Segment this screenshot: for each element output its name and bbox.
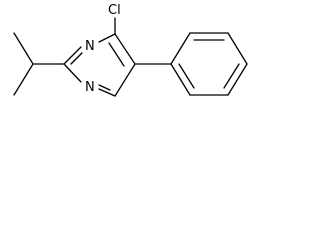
bond-c6-n1: [98, 88, 116, 97]
bond-n3-c4: [98, 33, 116, 43]
isopropyl-group: [13, 32, 65, 96]
bond-ph-6-1: [170, 63, 191, 96]
atom-label-nitrogen-bottom: N: [85, 80, 95, 95]
bond-c2-n3-inner: [70, 52, 83, 65]
bond-c6-n1-inner: [98, 84, 111, 91]
bond-c2-n3: [63, 46, 82, 65]
molecule-structure: Cl N N: [13, 3, 248, 97]
phenyl-ring: [134, 32, 248, 96]
bond-ch-ch3-bottom: [13, 63, 34, 96]
pyrimidine-ring: [63, 33, 136, 97]
bond-ph-4-5: [227, 63, 248, 96]
bond-c4-c5-inner: [108, 42, 125, 67]
bond-ph-3-4: [227, 32, 248, 65]
bond-c4-c5: [114, 33, 136, 65]
bond-ph-1-2: [170, 32, 191, 65]
atom-label-chlorine: Cl: [108, 3, 121, 18]
bond-n1-c2: [63, 63, 82, 83]
atom-label-nitrogen-top: N: [85, 39, 95, 54]
bond-ch-ch3-top: [13, 32, 34, 65]
bond-ph-inner-c: [178, 63, 195, 89]
bond-c5-c6: [114, 63, 136, 97]
structure-canvas: Cl N N: [0, 0, 267, 120]
bond-ph-inner-b: [223, 63, 240, 89]
